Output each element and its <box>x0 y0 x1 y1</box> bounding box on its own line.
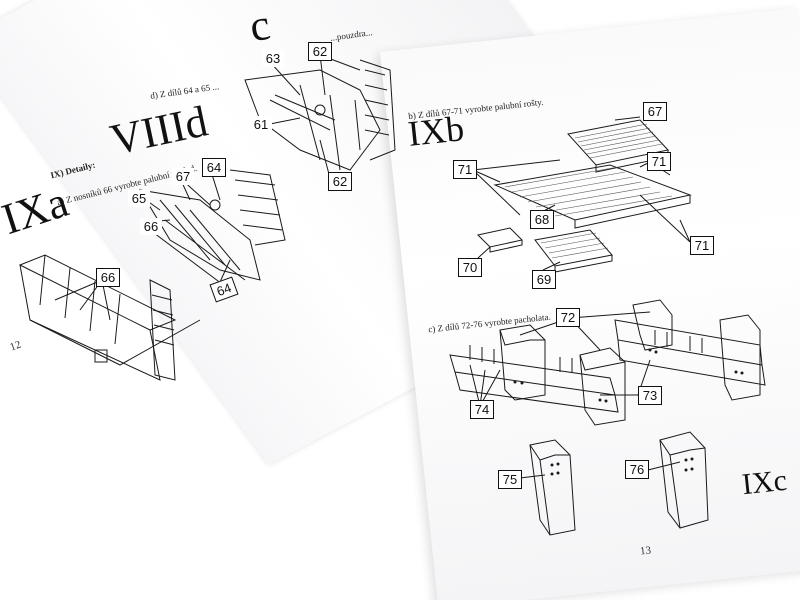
section-heading-ixb: IXb <box>406 108 466 154</box>
callout-70: 70 <box>458 258 482 277</box>
callout-74: 74 <box>470 400 494 419</box>
callout-63: 63 <box>262 50 284 67</box>
callout-64: 64 <box>202 158 226 177</box>
callout-75: 75 <box>498 470 522 489</box>
callout-65: 65 <box>128 190 150 207</box>
callout-69: 69 <box>532 270 556 289</box>
callout-71-b: 71 <box>647 152 671 171</box>
callout-72: 72 <box>556 308 580 327</box>
callout-61: 61 <box>250 116 272 133</box>
callout-73: 73 <box>638 386 662 405</box>
callout-67-left: 67 <box>172 168 194 185</box>
section-heading-ixc: IXc <box>740 463 789 502</box>
callout-76: 76 <box>625 460 649 479</box>
callout-62: 62 <box>308 42 332 61</box>
callout-67: 67 <box>643 102 667 121</box>
callout-66-mid: 66 <box>140 218 162 235</box>
callout-68: 68 <box>530 210 554 229</box>
callout-62-lower: 62 <box>328 172 352 191</box>
callout-71-c: 71 <box>690 236 714 255</box>
callout-66-bottom: 66 <box>96 268 120 287</box>
callout-71-a: 71 <box>453 160 477 179</box>
page-number-right: 13 <box>639 544 652 558</box>
